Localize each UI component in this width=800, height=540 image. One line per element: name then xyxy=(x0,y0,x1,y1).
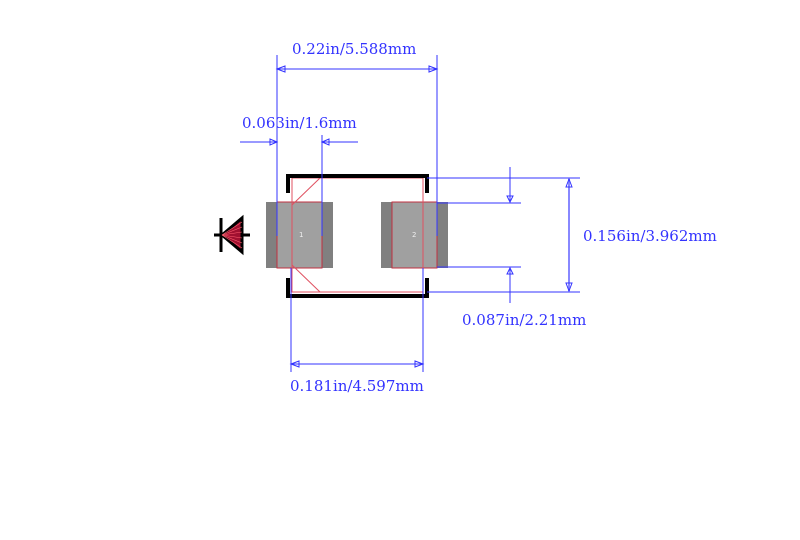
pad-1-label: 1 xyxy=(299,231,303,239)
body-height-label: 0.156in/3.962mm xyxy=(583,227,717,245)
overall-width-label: 0.22in/5.588mm xyxy=(292,40,416,58)
pad-1: 1 xyxy=(266,201,333,269)
pad-2-label: 2 xyxy=(412,231,416,239)
body-width-label: 0.181in/4.597mm xyxy=(290,377,424,395)
pad-width-label: 0.063in/1.6mm xyxy=(242,114,357,132)
diode-icon xyxy=(214,214,250,256)
pad-2: 2 xyxy=(381,201,448,269)
dimension-lines xyxy=(240,55,580,372)
pad-height-label: 0.087in/2.21mm xyxy=(462,311,586,329)
silkscreen xyxy=(286,174,429,298)
